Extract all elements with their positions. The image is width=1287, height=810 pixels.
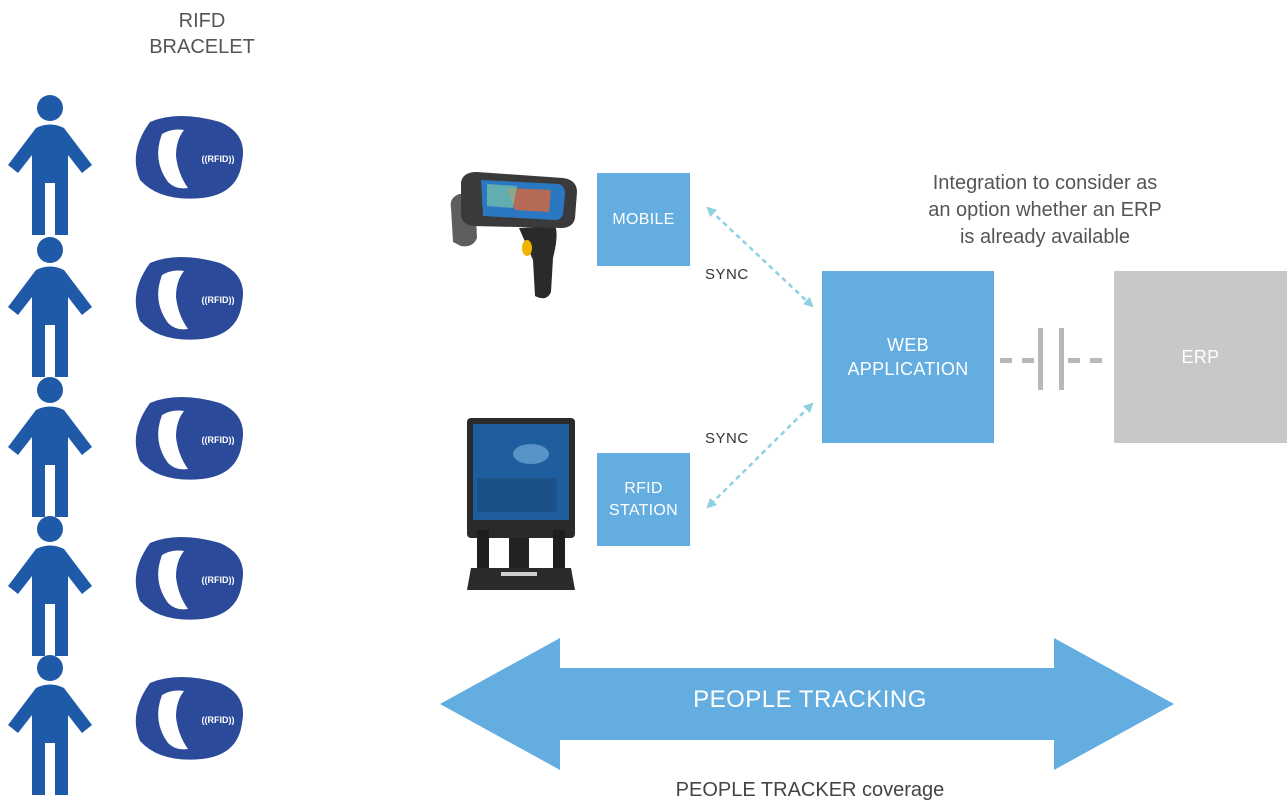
sync-label-station: SYNC [705, 430, 749, 447]
rfid-bracelet-icon: ((RFID)) [135, 116, 244, 199]
rfid-tag-label: ((RFID)) [202, 715, 235, 725]
web-application-box: WEB APPLICATION [822, 271, 994, 443]
people-tracking-double-arrow [440, 638, 1174, 770]
integration-note-line-2: an option whether an ERP [928, 199, 1162, 221]
integration-note: Integration to consider as an option whe… [880, 170, 1210, 251]
mobile-label: MOBILE [612, 210, 675, 228]
rfid-station-label-line-1: RFID [624, 479, 663, 497]
person-icon [8, 237, 92, 377]
person-icon [8, 655, 92, 795]
erp-optional-connector [1000, 328, 1102, 390]
web-application-label-line-2: APPLICATION [847, 359, 969, 379]
rfid-bracelet-icon: ((RFID)) [135, 397, 244, 480]
rfid-bracelet-icon: ((RFID)) [135, 677, 244, 760]
sync-arrow-station [706, 402, 814, 509]
coverage-caption: PEOPLE TRACKER coverage [675, 779, 945, 801]
person-icon [8, 95, 92, 235]
rfid-tag-label: ((RFID)) [202, 435, 235, 445]
bracelet-column-title: RIFD BRACELET [128, 8, 276, 60]
rfid-station-label-line-2: STATION [608, 501, 679, 519]
rfid-station-box: RFID STATION [597, 453, 690, 546]
erp-label: ERP [1181, 347, 1220, 367]
erp-box: ERP [1114, 271, 1287, 443]
rfid-bracelet-icon: ((RFID)) [135, 537, 244, 620]
mobile-box: MOBILE [597, 173, 690, 266]
integration-note-line-1: Integration to consider as [932, 172, 1158, 194]
rfid-station-kiosk-icon [467, 418, 575, 590]
sync-label-mobile: SYNC [705, 266, 749, 283]
person-icon [8, 377, 92, 517]
person-icon [8, 516, 92, 656]
bracelet-title-line-2: BRACELET [149, 36, 255, 58]
web-application-label-line-1: WEB [887, 335, 929, 355]
rfid-tag-label: ((RFID)) [202, 295, 235, 305]
rfid-bracelet-icon: ((RFID)) [135, 257, 244, 340]
integration-note-line-3: is already available [959, 226, 1131, 248]
rfid-tag-label: ((RFID)) [202, 575, 235, 585]
sync-arrows [706, 206, 814, 509]
bracelet-title-line-1: RIFD [178, 10, 226, 32]
people-tracking-label: PEOPLE TRACKING [693, 686, 927, 713]
sync-arrow-mobile [706, 206, 814, 308]
handheld-scanner-icon [450, 172, 577, 299]
rfid-tag-label: ((RFID)) [202, 154, 235, 164]
